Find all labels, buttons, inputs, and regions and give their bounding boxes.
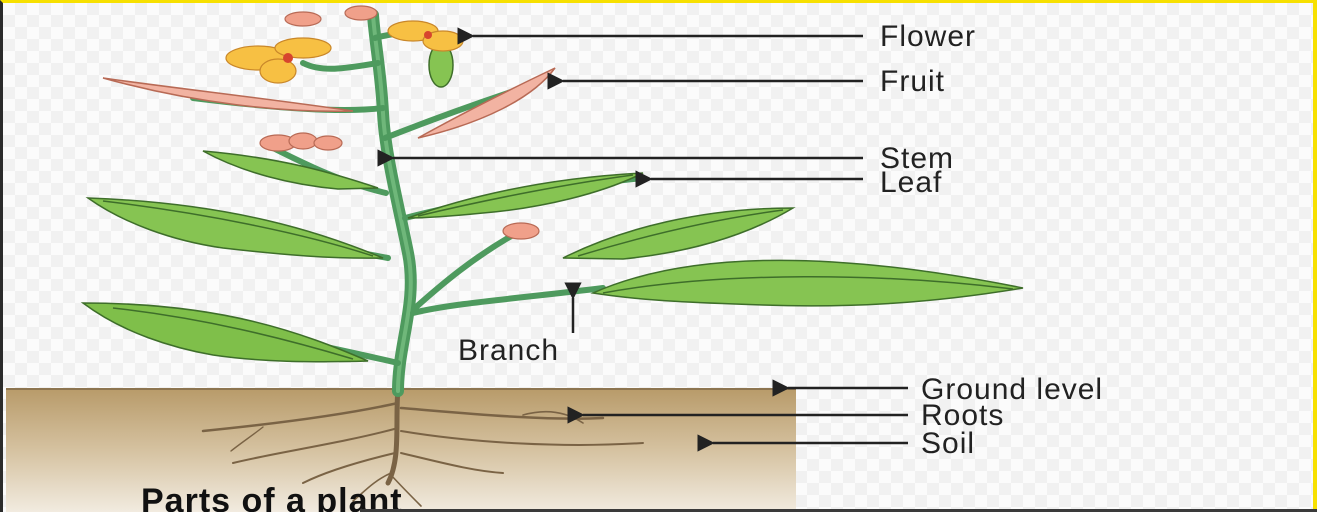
plant-diagram: Flower Fruit Stem Leaf Branch Ground lev… <box>3 3 1317 512</box>
label-fruit: Fruit <box>880 65 945 98</box>
stem <box>373 15 411 391</box>
label-branch: Branch <box>458 334 559 367</box>
leaf-right-upper <box>408 173 643 218</box>
flower-yellow-top <box>388 21 463 51</box>
diagram-caption: Parts of a plant <box>141 482 403 512</box>
fruit-left <box>103 78 353 111</box>
right-border <box>1313 0 1317 512</box>
label-flower: Flower <box>880 20 976 53</box>
flower-pink-middle <box>260 133 342 151</box>
flower-pink-branch <box>503 223 539 239</box>
flower-pink-top <box>285 6 377 26</box>
leaf-left-middle <box>88 198 383 258</box>
flower-yellow-left <box>226 38 331 83</box>
fruits <box>103 43 555 138</box>
label-leaf: Leaf <box>880 166 942 199</box>
leaf-right-middle <box>563 208 793 259</box>
label-soil: Soil <box>921 427 975 460</box>
leaf-left-lower <box>83 303 368 362</box>
